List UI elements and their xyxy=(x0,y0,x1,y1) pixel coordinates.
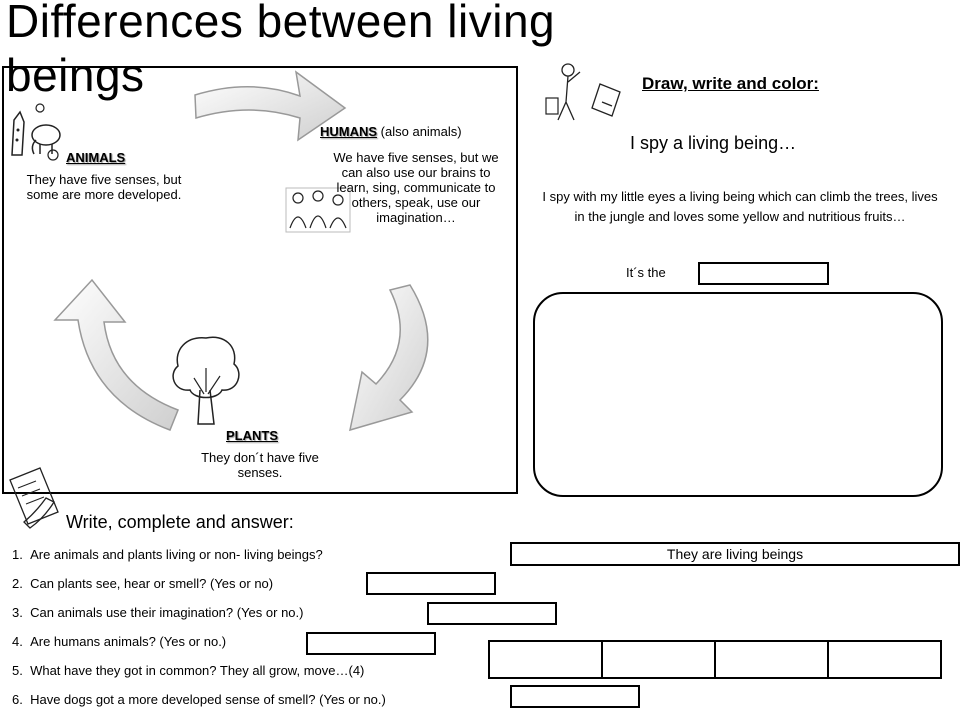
question-number: 4. xyxy=(12,634,23,649)
humans-title: HUMANS xyxy=(320,124,378,139)
tree-icon xyxy=(172,336,240,425)
question-text: Can animals use their imagination? (Yes … xyxy=(30,605,304,620)
question-text: Are animals and plants living or non- li… xyxy=(30,547,323,562)
question-6: 6. Have dogs got a more developed sense … xyxy=(12,692,386,707)
writing-hand-icon xyxy=(9,467,59,529)
animals-title: ANIMALS xyxy=(66,150,126,165)
question-1: 1. Are animals and plants living or non-… xyxy=(12,547,323,562)
question-text: What have they got in common? They all g… xyxy=(30,663,349,678)
question-5: 5. What have they got in common? They al… xyxy=(12,663,364,678)
question-text: Are humans animals? (Yes or no.) xyxy=(30,634,227,649)
animals-icon xyxy=(11,103,61,161)
drawing-person-icon xyxy=(545,63,621,121)
question-4: 4. Are humans animals? (Yes or no.) xyxy=(12,634,226,649)
answer-cell[interactable] xyxy=(603,642,716,677)
answer-field-4[interactable] xyxy=(306,632,436,655)
question-number: 1. xyxy=(12,547,23,562)
question-2: 2. Can plants see, hear or smell? (Yes o… xyxy=(12,576,273,591)
answer-field-3[interactable] xyxy=(427,602,557,625)
question-3: 3. Can animals use their imagination? (Y… xyxy=(12,605,303,620)
answer-cell[interactable] xyxy=(716,642,829,677)
riddle-answer-field[interactable] xyxy=(698,262,829,285)
question-number: 3. xyxy=(12,605,23,620)
animals-text: They have five senses, but some are more… xyxy=(26,172,182,202)
riddle-text: I spy with my little eyes a living being… xyxy=(542,189,938,224)
humans-heading: HUMANS (also animals) xyxy=(320,124,520,139)
plants-text: They don´t have five senses. xyxy=(201,450,319,480)
write-heading: Write, complete and answer: xyxy=(66,512,294,532)
question-text: Have dogs got a more developed sense of … xyxy=(30,692,386,707)
draw-subheading: I spy a living being… xyxy=(630,133,797,153)
answer-cell[interactable] xyxy=(829,642,940,677)
question-number: 6. xyxy=(12,692,23,707)
question-suffix: (4) xyxy=(348,663,365,678)
answer-field-1[interactable]: They are living beings xyxy=(510,542,960,566)
answer-prefix: It´s the xyxy=(626,265,666,280)
page-title: Differences between living beings xyxy=(6,0,556,101)
humans-text: We have five senses, but we can also use… xyxy=(333,150,499,225)
answer-field-2[interactable] xyxy=(366,572,496,595)
answer-field-5-group xyxy=(488,640,942,679)
question-text: Can plants see, hear or smell? (Yes or n… xyxy=(30,576,274,591)
draw-heading: Draw, write and color: xyxy=(642,74,819,93)
answer-field-6[interactable] xyxy=(510,685,640,708)
plants-title: PLANTS xyxy=(226,428,278,443)
humans-title-suffix: (also animals) xyxy=(377,124,462,139)
question-number: 2. xyxy=(12,576,23,591)
people-icon xyxy=(285,187,351,233)
question-number: 5. xyxy=(12,663,23,678)
drawing-area[interactable] xyxy=(533,292,943,497)
cycle-diagram xyxy=(2,66,518,494)
answer-cell[interactable] xyxy=(490,642,603,677)
